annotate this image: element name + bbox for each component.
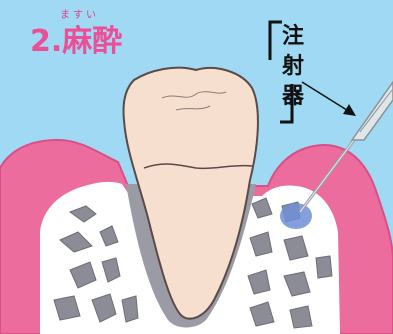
page-title: 2.麻酔 bbox=[30, 16, 122, 60]
bone-cavity bbox=[290, 306, 312, 328]
syringe-label-char: 注 bbox=[282, 22, 304, 52]
bone-cavity bbox=[316, 256, 332, 278]
syringe-label: 注 射 器 bbox=[280, 22, 306, 112]
syringe-label-char: 射 bbox=[282, 52, 304, 82]
syringe-label-char: 器 bbox=[282, 82, 304, 112]
anesthesia-spot bbox=[280, 203, 312, 229]
